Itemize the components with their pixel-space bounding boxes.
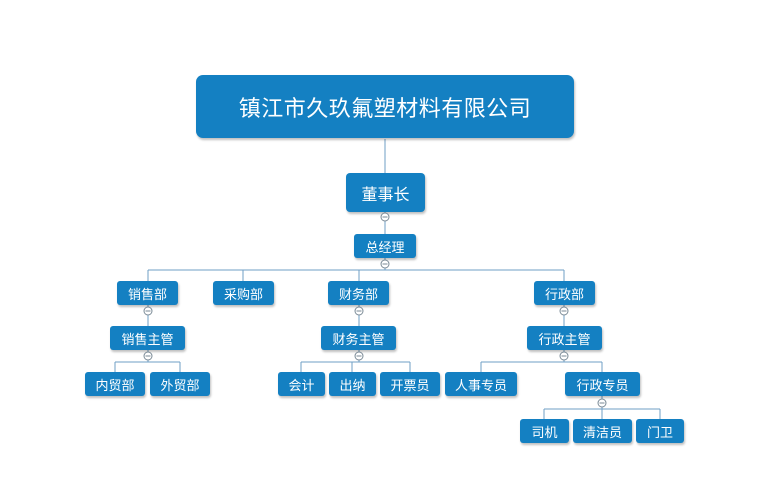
collapse-toggle-icon[interactable]	[559, 306, 569, 316]
invoice-clerk-node[interactable]: 开票员	[380, 372, 440, 396]
hr-specialist-node[interactable]: 人事专员	[445, 372, 517, 396]
purchasing-dept-node[interactable]: 采购部	[213, 281, 274, 305]
collapse-toggle-icon[interactable]	[380, 212, 390, 222]
collapse-toggle-icon[interactable]	[597, 398, 607, 408]
collapse-toggle-icon[interactable]	[143, 306, 153, 316]
collapse-toggle-icon[interactable]	[354, 351, 364, 361]
collapse-toggle-icon[interactable]	[559, 351, 569, 361]
collapse-toggle-icon[interactable]	[354, 306, 364, 316]
cleaner-node[interactable]: 清洁员	[573, 419, 632, 443]
sales-manager-node[interactable]: 销售主管	[110, 326, 185, 350]
sales-dept-node[interactable]: 销售部	[117, 281, 178, 305]
foreign-trade-node[interactable]: 外贸部	[150, 372, 210, 396]
cashier-node[interactable]: 出纳	[329, 372, 376, 396]
driver-node[interactable]: 司机	[520, 419, 569, 443]
domestic-trade-node[interactable]: 内贸部	[85, 372, 145, 396]
company-node[interactable]: 镇江市久玖氟塑材料有限公司	[196, 75, 574, 138]
chairman-node[interactable]: 董事长	[346, 173, 425, 212]
general-manager-node[interactable]: 总经理	[354, 234, 416, 258]
gatekeeper-node[interactable]: 门卫	[636, 419, 684, 443]
admin-specialist-node[interactable]: 行政专员	[565, 372, 640, 396]
collapse-toggle-icon[interactable]	[380, 259, 390, 269]
admin-manager-node[interactable]: 行政主管	[527, 326, 602, 350]
collapse-toggle-icon[interactable]	[143, 351, 153, 361]
accountant-node[interactable]: 会计	[278, 372, 325, 396]
finance-manager-node[interactable]: 财务主管	[321, 326, 396, 350]
admin-dept-node[interactable]: 行政部	[534, 281, 595, 305]
finance-dept-node[interactable]: 财务部	[328, 281, 389, 305]
